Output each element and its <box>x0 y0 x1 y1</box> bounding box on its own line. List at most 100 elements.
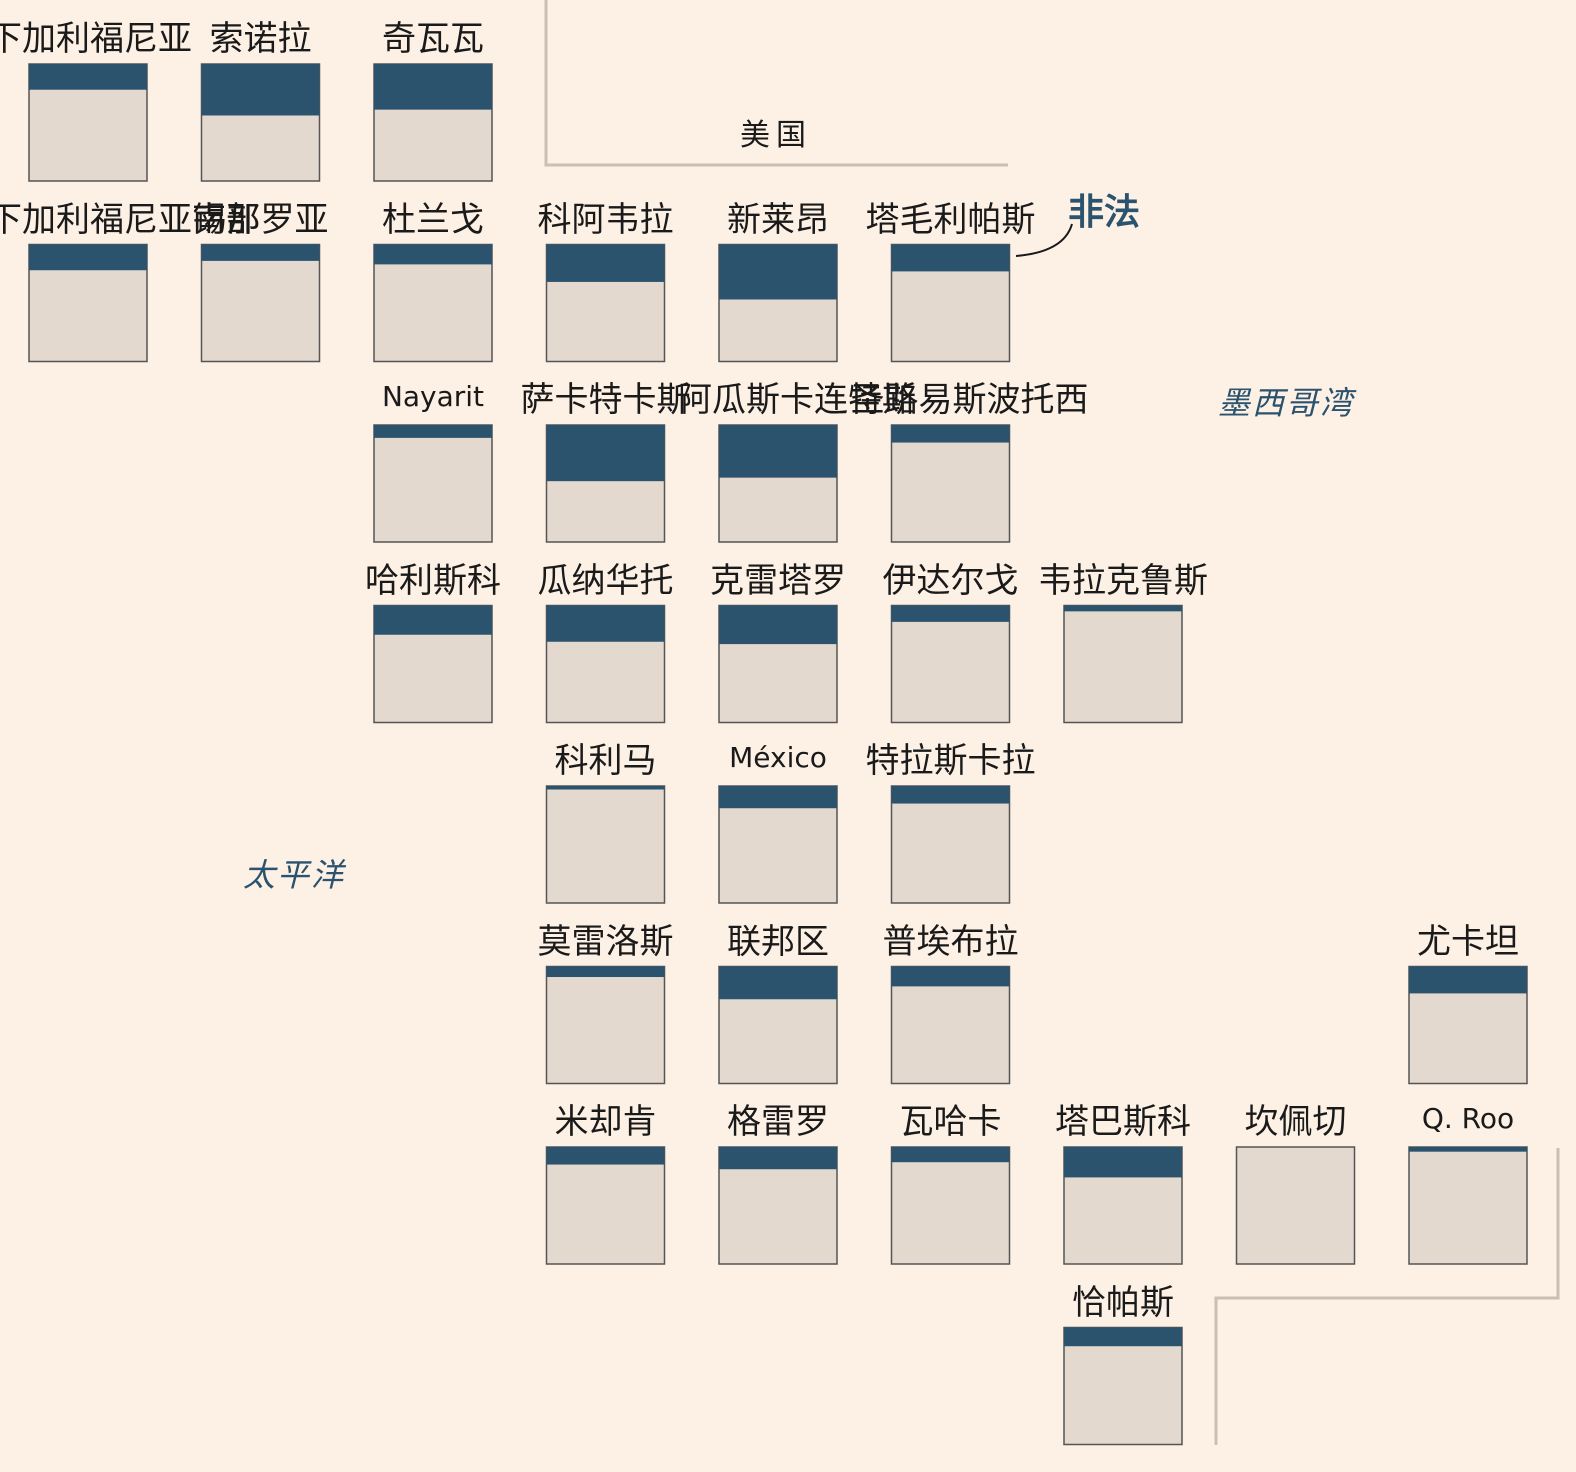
tile-label: 尤卡坦 <box>1417 921 1519 962</box>
tile-share-bar <box>374 244 492 265</box>
tile-label: Nayarit <box>381 380 485 413</box>
legend-leader-line <box>1015 223 1073 257</box>
tile-share-bar <box>719 786 837 809</box>
tile-share-bar <box>1409 1147 1527 1152</box>
tile-label: 阿瓜斯卡连特斯 <box>678 380 916 420</box>
tile-share-bar <box>891 966 1010 987</box>
tile-label: 韦拉克鲁斯 <box>1038 560 1208 601</box>
state-tile <box>890 243 1011 363</box>
tile-share-bar <box>1064 605 1182 612</box>
state-tile <box>1235 1146 1356 1265</box>
tile-share-bar <box>891 425 1010 443</box>
tile-background <box>890 785 1011 904</box>
pacific-label: 太平洋 <box>243 856 346 894</box>
tile-label: 萨卡特卡斯 <box>520 380 691 420</box>
tile-label: 杜兰戈 <box>382 199 484 240</box>
state-tile <box>373 243 493 363</box>
tile-background <box>890 1146 1011 1265</box>
tile-label: 米却肯 <box>554 1102 657 1142</box>
tile-label: 恰帕斯 <box>1072 1282 1174 1323</box>
tile-label: 锡那罗亚 <box>192 199 329 240</box>
tile-label: 塔毛利帕斯 <box>865 199 1036 240</box>
tile-share-bar <box>374 605 492 635</box>
tile-label: 克雷塔罗 <box>710 560 846 601</box>
tile-label: 坎佩切 <box>1244 1102 1347 1142</box>
tile-share-bar <box>719 425 837 478</box>
tile-label: 瓦哈卡 <box>899 1102 1002 1142</box>
tile-label: 圣路易斯波托西 <box>850 380 1089 420</box>
tile-share-bar <box>546 1147 665 1165</box>
state-tile <box>545 424 666 543</box>
tile-background <box>1235 1146 1356 1265</box>
tile-share-bar <box>374 64 492 110</box>
state-tile <box>718 965 838 1085</box>
tile-label: 普埃布拉 <box>882 921 1019 962</box>
borders <box>544 0 1560 1445</box>
state-tile <box>718 424 838 543</box>
tile-label: 索诺拉 <box>209 19 312 59</box>
tile-share-bar <box>891 244 1010 272</box>
tile-label: 伊达尔戈 <box>882 560 1019 601</box>
tile-label: 奇瓦瓦 <box>382 19 484 59</box>
tile-share-bar <box>546 425 665 482</box>
us-label: 美国 <box>740 118 812 153</box>
state-tile <box>28 243 148 363</box>
state-tile <box>200 243 321 363</box>
tile-label: Q. Roo <box>1421 1102 1515 1135</box>
state-tile <box>545 243 666 363</box>
tile-background <box>545 1146 666 1265</box>
tile-share-bar <box>546 605 665 642</box>
tile-label: 联邦区 <box>727 921 829 962</box>
tile-share-bar <box>29 244 147 271</box>
state-tile <box>890 1146 1011 1265</box>
tile-share-bar <box>891 605 1010 622</box>
tile-label: 格雷罗 <box>727 1102 829 1142</box>
tile-background <box>1063 604 1183 724</box>
state-tile <box>373 424 493 543</box>
tile-label: 科利马 <box>554 741 657 781</box>
tile-background <box>1408 1146 1528 1265</box>
state-tile <box>1408 965 1528 1085</box>
tile-share-bar <box>1064 1147 1182 1178</box>
tile-background <box>545 785 666 904</box>
tile-label: 下加利福尼亚 <box>0 19 192 59</box>
tile-share-bar <box>29 64 147 90</box>
state-tile <box>890 604 1011 724</box>
tile-label: 新莱昂 <box>727 199 829 240</box>
tile-share-bar <box>374 425 492 438</box>
state-tile <box>890 965 1011 1085</box>
state-tile <box>545 604 666 724</box>
tile-background <box>373 424 493 543</box>
tile-label: 特拉斯卡拉 <box>865 741 1036 781</box>
tile-label: 塔巴斯科 <box>1055 1102 1191 1142</box>
tile-share-bar <box>201 244 320 261</box>
state-tile <box>545 785 666 904</box>
tile-share-bar <box>1064 1327 1182 1347</box>
tile-share-bar <box>891 786 1010 804</box>
tile-share-bar <box>546 966 665 978</box>
tile-label: 莫雷洛斯 <box>537 921 674 962</box>
guatemala-border-line <box>1214 1148 1560 1445</box>
state-tile <box>1063 604 1183 724</box>
tile-label: México <box>729 741 827 774</box>
gulf-label: 墨西哥湾 <box>1218 384 1355 422</box>
state-tile <box>890 785 1011 904</box>
state-tile <box>28 63 148 182</box>
tile-background <box>545 965 666 1085</box>
tile-share-bar <box>891 1147 1010 1163</box>
state-tile <box>373 604 493 724</box>
tile-label: 科阿韦拉 <box>537 199 674 240</box>
tile-share-bar <box>546 244 665 282</box>
state-tile <box>545 1146 666 1265</box>
tile-background <box>890 424 1011 543</box>
tile-share-bar <box>201 64 320 116</box>
state-tile <box>1063 1326 1183 1446</box>
tile-label: 哈利斯科 <box>365 560 501 601</box>
state-tile <box>890 424 1011 543</box>
state-tile <box>200 63 321 182</box>
tile-share-bar <box>719 966 837 1000</box>
tile-share-bar <box>546 786 665 790</box>
state-tile <box>718 785 838 904</box>
state-tile <box>718 1146 838 1265</box>
